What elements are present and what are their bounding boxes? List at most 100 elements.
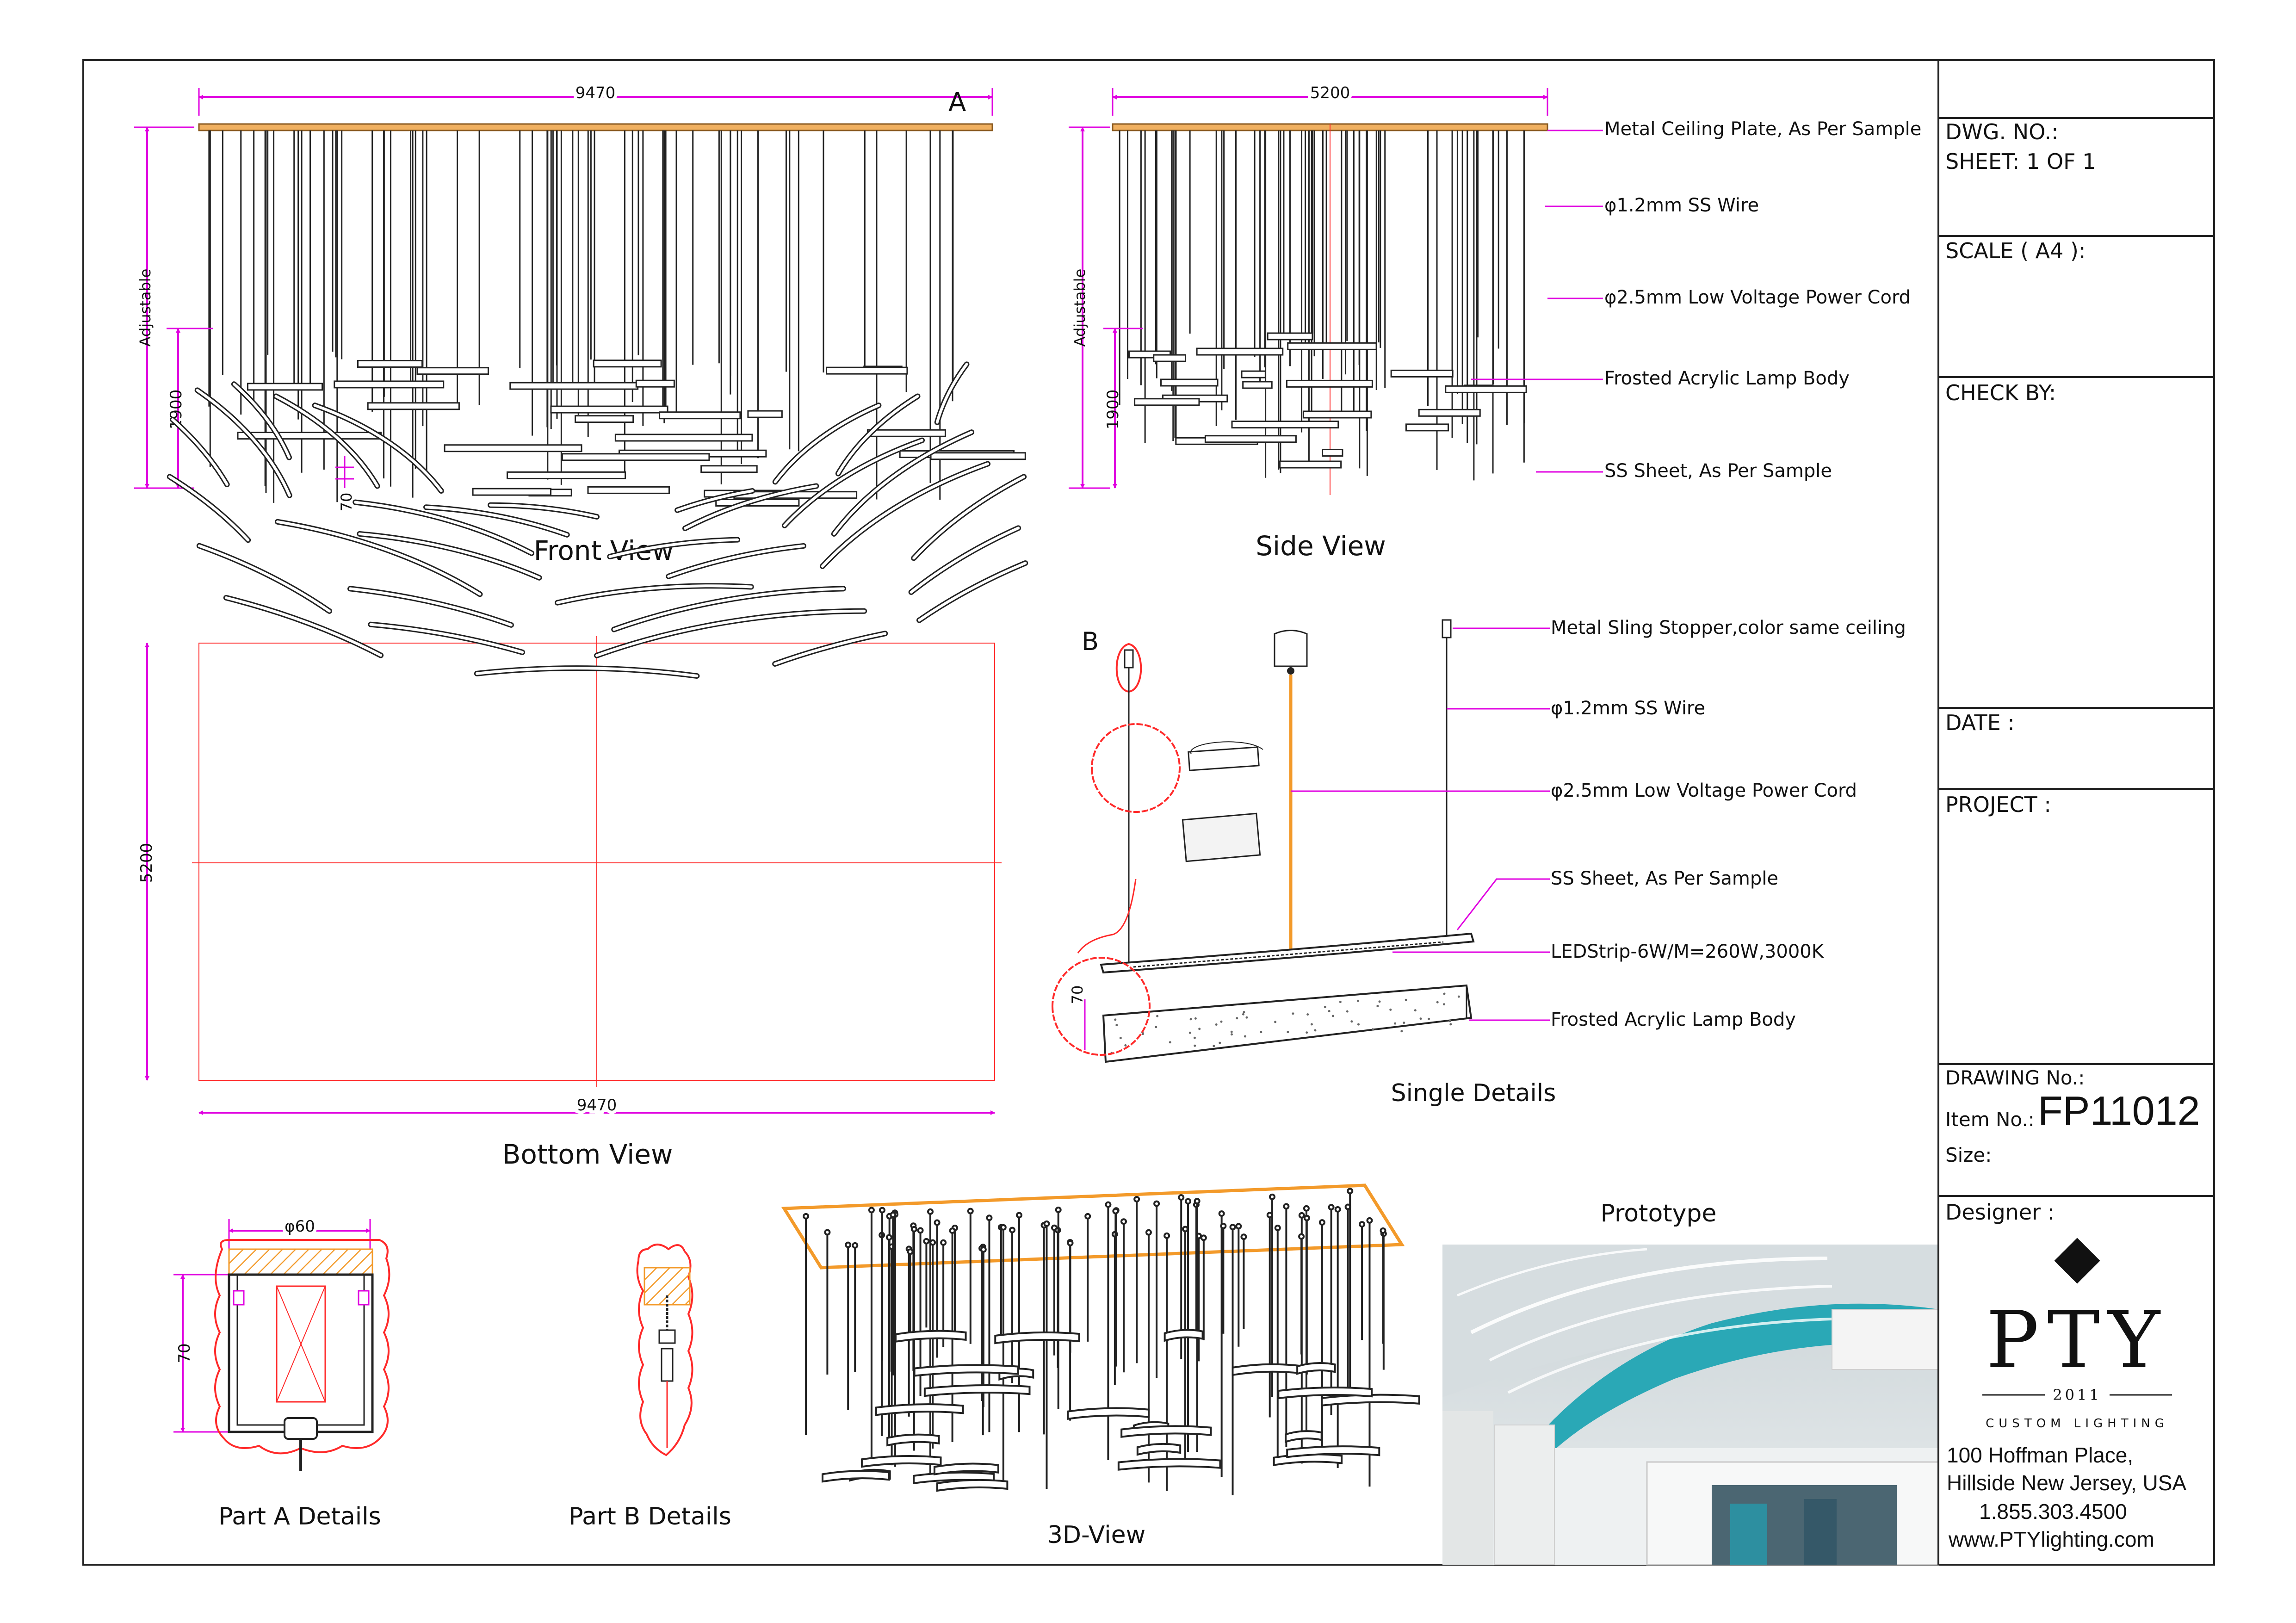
three-d-stopper bbox=[1067, 1239, 1074, 1246]
acrylic-speckle bbox=[1310, 1023, 1313, 1026]
side-lamp bbox=[1445, 385, 1527, 393]
side-adjustable-dim: Adjustable bbox=[1071, 269, 1089, 347]
acrylic-speckle bbox=[1230, 1033, 1233, 1036]
three-d-stopper bbox=[986, 1214, 993, 1221]
three-d-lamp bbox=[1232, 1363, 1300, 1376]
acrylic-speckle bbox=[1378, 1000, 1381, 1003]
brand-address2: Hillside New Jersey, USA bbox=[1947, 1471, 2187, 1495]
size-label: Size: bbox=[1945, 1144, 1992, 1166]
designer-label: Designer : bbox=[1945, 1200, 2055, 1225]
front-lamp bbox=[357, 359, 423, 368]
bottom-lamp-arc-inner bbox=[783, 439, 924, 527]
acrylic-speckle bbox=[1236, 1017, 1238, 1020]
bottom-depth-dim: 5200 bbox=[137, 843, 156, 883]
brand-phone: 1.855.303.4500 bbox=[1979, 1499, 2127, 1524]
bottom-lamp-arc bbox=[194, 387, 292, 498]
acrylic-speckle bbox=[1448, 1020, 1451, 1022]
bottom-lamp-arc bbox=[368, 621, 526, 655]
acrylic-speckle bbox=[1189, 1018, 1192, 1021]
side-lamp bbox=[1405, 423, 1449, 432]
side-lamp bbox=[1286, 379, 1373, 388]
three-d-stopper bbox=[940, 1239, 947, 1246]
three-d-stopper bbox=[1055, 1207, 1062, 1214]
three-d-stopper bbox=[1194, 1198, 1201, 1205]
acrylic-speckle bbox=[1244, 1035, 1246, 1038]
brand-address1: 100 Hoffman Place, bbox=[1947, 1443, 2134, 1467]
front-step-dim: 70 bbox=[338, 493, 355, 512]
three-d-lamp bbox=[894, 1330, 967, 1343]
front-lamp bbox=[416, 367, 489, 375]
three-d-stopper bbox=[879, 1207, 885, 1214]
side-lamp bbox=[1322, 449, 1343, 457]
acrylic-speckle bbox=[1400, 1030, 1403, 1033]
front-lamp bbox=[561, 453, 710, 461]
bottom-lamp-arc-inner bbox=[425, 506, 569, 536]
three-d-lamp bbox=[1285, 1430, 1323, 1443]
three-d-stopper bbox=[1298, 1233, 1305, 1240]
single-callout-wire: φ1.2mm SS Wire bbox=[1551, 698, 1705, 719]
bottom-lamp-arc bbox=[275, 519, 483, 597]
acrylic-speckle bbox=[1141, 1033, 1144, 1035]
acrylic-speckle bbox=[1436, 1001, 1439, 1004]
three-d-stopper bbox=[1120, 1218, 1127, 1225]
acrylic-speckle bbox=[1356, 999, 1359, 1002]
single-details-title: Single Details bbox=[1391, 1079, 1556, 1107]
front-view-title: Front View bbox=[534, 535, 674, 566]
bottom-lamp-arc-inner bbox=[489, 503, 598, 518]
three-d-stopper bbox=[1283, 1203, 1290, 1210]
acrylic-speckle bbox=[1274, 1021, 1277, 1023]
three-d-stopper bbox=[1015, 1212, 1022, 1219]
bottom-lamp-arc-inner bbox=[832, 431, 973, 535]
scale-label: SCALE ( A4 ): bbox=[1945, 238, 2086, 263]
brand-year: 2011 bbox=[2053, 1386, 2101, 1404]
three-d-stopper bbox=[1178, 1194, 1185, 1201]
three-d-lamp bbox=[936, 1479, 1009, 1492]
side-lamp bbox=[1287, 342, 1377, 350]
acrylic-speckle bbox=[1339, 1001, 1342, 1004]
three-d-lamp bbox=[1286, 1445, 1380, 1458]
bottom-lamp-arc bbox=[167, 474, 251, 543]
bottom-lamp-arc-inner bbox=[595, 609, 866, 657]
acrylic-speckle bbox=[1124, 1044, 1127, 1047]
acrylic-speckle bbox=[1414, 1009, 1417, 1012]
brand-web: www.PTYlighting.com bbox=[1949, 1527, 2154, 1551]
acrylic-speckle bbox=[1403, 1022, 1405, 1024]
acrylic-speckle bbox=[1193, 1036, 1196, 1039]
front-lamp bbox=[247, 383, 323, 391]
side-lamp bbox=[1390, 369, 1454, 378]
single-callout-body: Frosted Acrylic Lamp Body bbox=[1551, 1009, 1796, 1030]
acrylic-speckle bbox=[1328, 1010, 1331, 1012]
three-d-stopper bbox=[1229, 1224, 1236, 1231]
side-lamp bbox=[1242, 381, 1273, 389]
front-lamp bbox=[472, 488, 552, 496]
front-lamp bbox=[587, 486, 670, 494]
bottom-view: 5200 9470 Bottom View bbox=[137, 361, 1028, 1170]
bottom-lamp-arc bbox=[170, 416, 230, 488]
acrylic-speckle bbox=[1245, 1016, 1248, 1019]
acrylic-speckle bbox=[1194, 1044, 1196, 1047]
acrylic-speckle bbox=[1332, 1015, 1335, 1017]
brand-name: PTY bbox=[1986, 1295, 2168, 1386]
three-d-stopper bbox=[1145, 1229, 1152, 1236]
acrylic-speckle bbox=[1324, 1005, 1326, 1008]
three-d-lamp bbox=[1163, 1329, 1204, 1342]
acrylic-speckle bbox=[1155, 1026, 1157, 1028]
callout-power-cord: φ2.5mm Low Voltage Power Cord bbox=[1604, 287, 1911, 308]
sheet-border bbox=[82, 59, 2215, 1566]
front-width-dim: 9470 bbox=[576, 84, 616, 102]
drawing-no-label: DRAWING No.: bbox=[1945, 1066, 2085, 1089]
bottom-lamp-arc-inner bbox=[836, 395, 919, 475]
front-lamp bbox=[866, 429, 946, 437]
callout-ceiling-plate: Metal Ceiling Plate, As Per Sample bbox=[1604, 118, 1921, 140]
side-view-title: Side View bbox=[1256, 530, 1386, 562]
front-lamp bbox=[659, 411, 741, 420]
part-a-width-dim: φ60 bbox=[285, 1217, 315, 1236]
bottom-lamp-arc-inner bbox=[475, 667, 699, 678]
three-d-stopper bbox=[923, 1238, 930, 1245]
three-d-lamp bbox=[821, 1470, 890, 1483]
sheet-label: SHEET: 1 OF 1 bbox=[1945, 149, 2096, 174]
bottom-lamp-arc-inner bbox=[774, 632, 887, 665]
acrylic-speckle bbox=[1115, 1024, 1118, 1027]
acrylic-speckle bbox=[1114, 1018, 1117, 1021]
three-d-stopper bbox=[1318, 1219, 1325, 1226]
